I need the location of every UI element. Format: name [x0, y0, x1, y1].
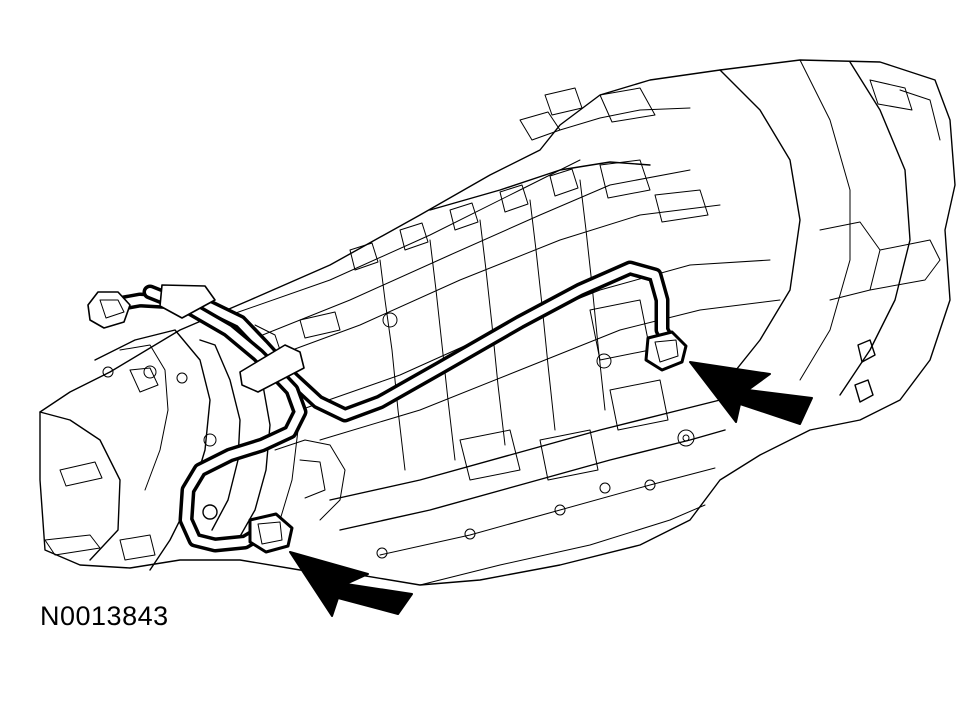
callout-arrow-lower	[289, 551, 413, 617]
figure-id-label: N0013843	[40, 601, 169, 631]
upper-fitting	[644, 330, 688, 372]
callout-arrow-upper	[689, 361, 813, 425]
lower-fitting	[202, 504, 294, 554]
line-clips	[87, 284, 305, 393]
transmission-case	[39, 59, 956, 586]
